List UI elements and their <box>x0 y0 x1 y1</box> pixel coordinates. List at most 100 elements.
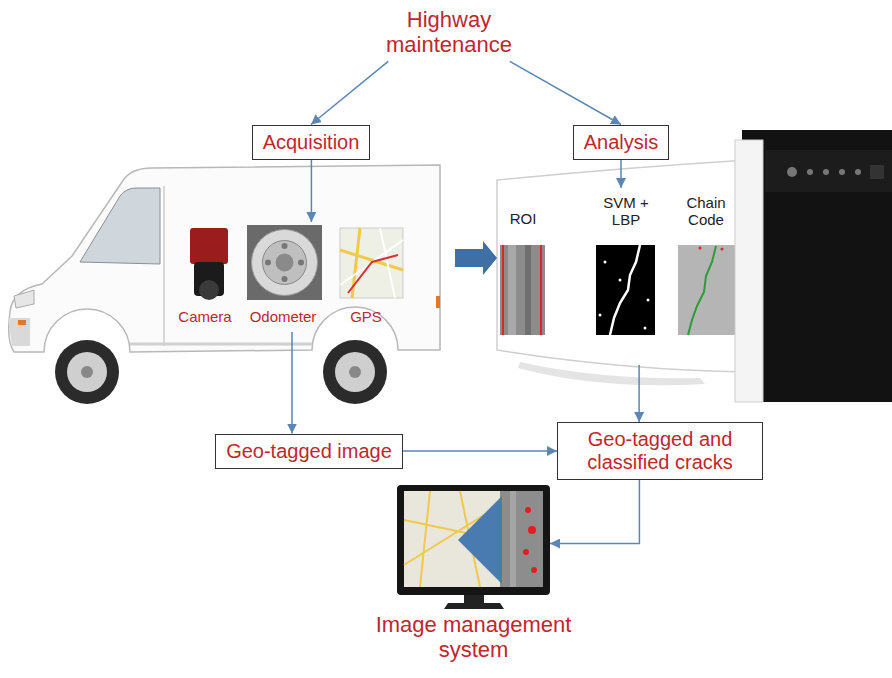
illustration-circle <box>823 169 829 175</box>
sensor-label: Odometer <box>243 308 323 325</box>
illustration-circle <box>81 366 93 378</box>
illustration-rect <box>190 228 228 264</box>
illustration-circle <box>323 340 387 404</box>
illustration-circle <box>265 260 271 266</box>
illustration-path <box>340 250 403 270</box>
illustration-circle <box>644 327 647 330</box>
illustration-rect <box>340 228 403 298</box>
illustration-rect <box>678 245 735 335</box>
process-box: Geo-tagged image <box>215 434 403 469</box>
computer-tower <box>735 130 892 402</box>
illustration-path <box>9 165 440 352</box>
flow-arrow <box>638 365 640 422</box>
illustration-rect <box>765 150 892 192</box>
illustration-circle <box>298 260 304 266</box>
method-label: Chain Code <box>678 194 734 229</box>
gps-map-icon <box>340 228 403 298</box>
monitor-region: Image management system <box>397 484 550 608</box>
camera-icon <box>190 228 228 300</box>
illustration-rect <box>735 140 763 402</box>
illustration-circle <box>282 276 288 282</box>
analysis-screen <box>497 160 748 385</box>
sensor-label: Camera <box>165 308 245 325</box>
illustration-path <box>444 603 504 609</box>
illustration-circle <box>787 167 797 177</box>
illustration-circle <box>699 247 702 250</box>
process-box: Analysis <box>573 125 669 160</box>
illustration-rect <box>596 245 655 335</box>
box-text: Geo-tagged and classified cracks <box>568 428 752 474</box>
sensor-group: CameraOdometer GPS <box>165 222 455 332</box>
flow-arrow <box>403 450 557 452</box>
monitor <box>397 485 550 609</box>
process-box: Geo-tagged and classified cracks <box>557 422 763 480</box>
root-label: Highway maintenance <box>369 7 529 62</box>
illustration-circle <box>528 526 536 534</box>
illustration-polygon <box>458 496 502 584</box>
illustration-circle <box>252 230 318 296</box>
illustration-circle <box>282 243 288 249</box>
illustration-polyline <box>688 246 716 335</box>
method-label: SVM + LBP <box>598 194 654 229</box>
illustration-rect <box>500 245 545 335</box>
illustration-path <box>8 318 30 346</box>
illustration-rect <box>18 320 26 325</box>
illustration-circle <box>604 261 607 264</box>
system-label: Image management system <box>354 612 594 663</box>
illustration-rect <box>436 296 440 308</box>
illustration-path <box>163 186 165 346</box>
flow-arrow <box>620 160 622 189</box>
illustration-circle <box>807 169 813 175</box>
illustration-circle <box>599 314 602 317</box>
heading-text: Highway maintenance <box>369 7 529 58</box>
illustration-circle <box>647 299 650 302</box>
flow-arrow <box>510 61 621 124</box>
flow-arrow <box>291 332 293 434</box>
illustration-rect <box>464 595 484 603</box>
illustration-rect <box>508 245 516 335</box>
illustration-path <box>348 255 398 293</box>
illustration-circle <box>531 567 537 573</box>
illustration-path <box>503 245 541 335</box>
illustration-circle <box>335 352 375 392</box>
flow-arrow <box>311 61 388 124</box>
illustration-circle <box>276 254 294 272</box>
illustration-rect <box>525 245 531 335</box>
illustration-path <box>80 188 160 264</box>
illustration-path <box>380 228 395 298</box>
illustration-circle <box>525 507 531 513</box>
box-text: Acquisition <box>263 131 360 154</box>
box-text: Geo-tagged image <box>226 440 392 463</box>
illustration-circle <box>199 280 219 300</box>
illustration-circle <box>263 241 307 285</box>
illustration-path <box>130 343 312 346</box>
illustration-circle <box>721 248 724 251</box>
sensor-label: GPS <box>336 308 396 325</box>
analysis-screen-region: ROI SVM + LBP Chain Code <box>497 188 742 365</box>
illustration-circle <box>839 169 845 175</box>
block-arrow <box>455 241 497 275</box>
flow-arrow <box>311 160 313 223</box>
illustration-circle <box>855 169 861 175</box>
illustration-polyline <box>610 245 640 335</box>
illustration-rect <box>397 485 550 595</box>
illustration-path <box>14 290 34 308</box>
illustration-rect <box>404 491 543 587</box>
odometer-icon <box>247 225 322 300</box>
illustration-rect <box>742 130 892 402</box>
process-box: Acquisition <box>252 125 371 160</box>
illustration-circle <box>619 279 622 282</box>
box-text: Analysis <box>584 131 658 154</box>
method-label: ROI <box>500 210 546 227</box>
illustration-circle <box>523 549 529 555</box>
illustration-rect <box>510 491 516 587</box>
illustration-circle <box>55 340 119 404</box>
illustration-rect <box>500 491 543 587</box>
van <box>8 165 440 404</box>
illustration-path <box>497 160 748 372</box>
illustration-circle <box>67 352 107 392</box>
illustration-rect <box>247 225 322 300</box>
